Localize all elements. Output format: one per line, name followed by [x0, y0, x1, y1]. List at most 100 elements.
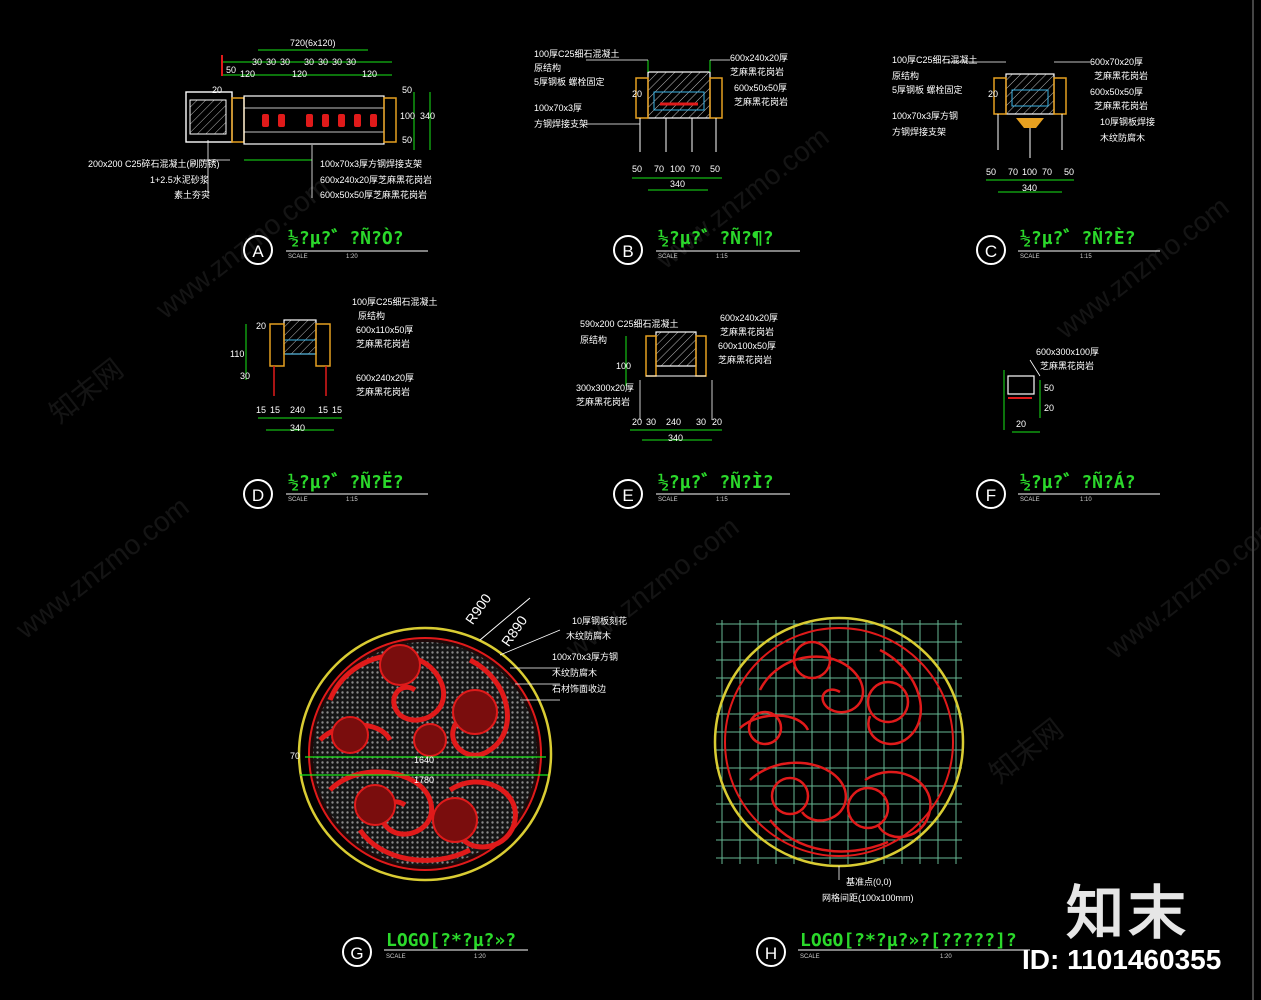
- dim-d-15: 15: [270, 405, 281, 415]
- scale-label-a: SCALE: [288, 254, 308, 260]
- note-a-4: 100x70x3厚方钢焊接支架: [320, 159, 423, 169]
- dim-a-50b: 50: [402, 135, 413, 145]
- scale-label-c: SCALE: [1020, 254, 1040, 260]
- note-b-4: 100x70x3厚: [534, 103, 583, 113]
- detail-h-drawing: [713, 616, 965, 880]
- note-c-8: 600x50x50厚: [1090, 87, 1144, 97]
- detail-e-drawing: [625, 331, 722, 441]
- note-e-7: 600x100x50厚: [718, 341, 777, 351]
- note-c-7: 芝麻黑花岗岩: [1094, 71, 1149, 81]
- note-a-5: 600x240x20厚芝麻黑花岗岩: [320, 175, 433, 185]
- dim-a-120: 120: [292, 69, 308, 79]
- detail-f-drawing: [1003, 359, 1041, 433]
- detail-tag-c: C: [976, 235, 1006, 265]
- note-c-5: 方钢焊接支架: [892, 127, 947, 137]
- scale-label-d: SCALE: [288, 497, 308, 503]
- note-c-6: 600x70x20厚: [1090, 57, 1144, 67]
- detail-title-g: LOGO[?*?µ?»?: [386, 930, 517, 951]
- note-b-5: 方钢焊接支架: [534, 119, 589, 129]
- dim-d-110: 110: [230, 349, 245, 359]
- detail-a-drawing: [185, 49, 431, 198]
- scale-value-h: 1:20: [940, 954, 952, 960]
- dim-d-15: 15: [256, 405, 267, 415]
- dim-c-50: 50: [1064, 167, 1075, 177]
- dim-d-15: 15: [318, 405, 329, 415]
- dim-f-50: 50: [1044, 383, 1055, 393]
- dim-a-30: 30: [280, 57, 291, 67]
- dim-b-50: 50: [710, 164, 721, 174]
- scale-value-d: 1:15: [346, 497, 358, 503]
- note-a-2: 1+2.5水泥砂浆: [150, 175, 209, 185]
- brand-logo: 知末: [1066, 879, 1191, 947]
- note-c-3: 5厚钢板 螺栓固定: [892, 85, 963, 95]
- note-a-6: 600x50x50厚芝麻黑花岗岩: [320, 190, 428, 200]
- dim-g-1780: 1780: [414, 775, 435, 785]
- dim-f-20b: 20: [1016, 419, 1027, 429]
- note-c-1: 100厚C25细石混凝土: [892, 55, 978, 65]
- detail-tag-h: H: [756, 937, 786, 967]
- dim-b-70: 70: [654, 164, 665, 174]
- note-b-1: 100厚C25细石混凝土: [534, 49, 620, 59]
- detail-title-e: ½?µ?゛?Ñ?Ì?: [658, 472, 774, 493]
- note-e-2: 原结构: [580, 335, 608, 345]
- dim-g-1640: 1640: [414, 755, 435, 765]
- note-f-1: 600x300x100厚: [1036, 347, 1100, 357]
- detail-title-d: ½?µ?゛?Ñ?Ë?: [288, 472, 404, 493]
- dim-a-50: 50: [226, 65, 237, 75]
- dim-c-20: 20: [988, 89, 999, 99]
- note-d-2: 原结构: [358, 311, 386, 321]
- note-b-2: 原结构: [534, 63, 562, 73]
- detail-g-drawing: [297, 597, 561, 882]
- detail-tag-g: G: [342, 937, 372, 967]
- note-b-6: 600x240x20厚: [730, 53, 789, 63]
- dim-e-30: 30: [646, 417, 657, 427]
- note-g-1: 10厚钢板刻花: [572, 616, 628, 626]
- scale-label-g: SCALE: [386, 954, 406, 960]
- note-c-10: 10厚钢板焊接: [1100, 117, 1156, 127]
- dim-e-20: 20: [632, 417, 643, 427]
- dim-a-30: 30: [304, 57, 315, 67]
- note-d-4: 芝麻黑花岗岩: [356, 339, 411, 349]
- scale-label-h: SCALE: [800, 954, 820, 960]
- scale-label-f: SCALE: [1020, 497, 1040, 503]
- dim-b-20: 20: [632, 89, 643, 99]
- note-h-2: 网格间距(100x100mm): [822, 893, 914, 903]
- detail-title-f: ½?µ?゛?Ñ?Á?: [1020, 472, 1136, 493]
- note-c-4: 100x70x3厚方钢: [892, 111, 959, 121]
- dim-c-100: 100: [1022, 167, 1038, 177]
- dim-a-30: 30: [332, 57, 343, 67]
- dim-e-20: 20: [712, 417, 723, 427]
- dim-c-340: 340: [1022, 183, 1038, 193]
- dim-b-340: 340: [670, 179, 686, 189]
- dim-f-20: 20: [1044, 403, 1055, 413]
- detail-title-h: LOGO[?*?µ?»?[?????]?: [800, 930, 1017, 951]
- note-b-3: 5厚钢板 螺栓固定: [534, 77, 605, 87]
- note-e-5: 600x240x20厚: [720, 313, 779, 323]
- dim-a-top: 720(6x120): [290, 38, 336, 48]
- dim-e-340: 340: [668, 433, 684, 443]
- detail-title-a: ½?µ?゛?Ñ?Ò?: [288, 228, 404, 249]
- detail-tag-d: D: [243, 479, 273, 509]
- dim-a-30: 30: [346, 57, 357, 67]
- dim-e-240: 240: [666, 417, 682, 427]
- dim-a-120: 120: [240, 69, 256, 79]
- dim-a-20: 20: [212, 85, 223, 95]
- dim-a-100: 100: [400, 111, 416, 121]
- detail-tag-f: F: [976, 479, 1006, 509]
- dim-c-50: 50: [986, 167, 997, 177]
- dim-a-120: 120: [362, 69, 378, 79]
- note-a-3: 素土夯实: [174, 190, 211, 200]
- note-e-3: 300x300x20厚: [576, 383, 635, 393]
- dim-e-100: 100: [616, 361, 632, 371]
- note-d-3: 600x110x50厚: [356, 325, 414, 335]
- detail-title-c: ½?µ?゛?Ñ?È?: [1020, 228, 1136, 249]
- dim-a-50r: 50: [402, 85, 413, 95]
- detail-b-drawing: [586, 59, 730, 191]
- scale-value-a: 1:20: [346, 254, 358, 260]
- note-b-9: 芝麻黑花岗岩: [734, 97, 789, 107]
- detail-title-b: ½?µ?゛?Ñ?¶?: [658, 228, 774, 249]
- note-d-5: 600x240x20厚: [356, 373, 415, 383]
- note-c-9: 芝麻黑花岗岩: [1094, 101, 1149, 111]
- note-h-1: 基准点(0,0): [846, 877, 892, 887]
